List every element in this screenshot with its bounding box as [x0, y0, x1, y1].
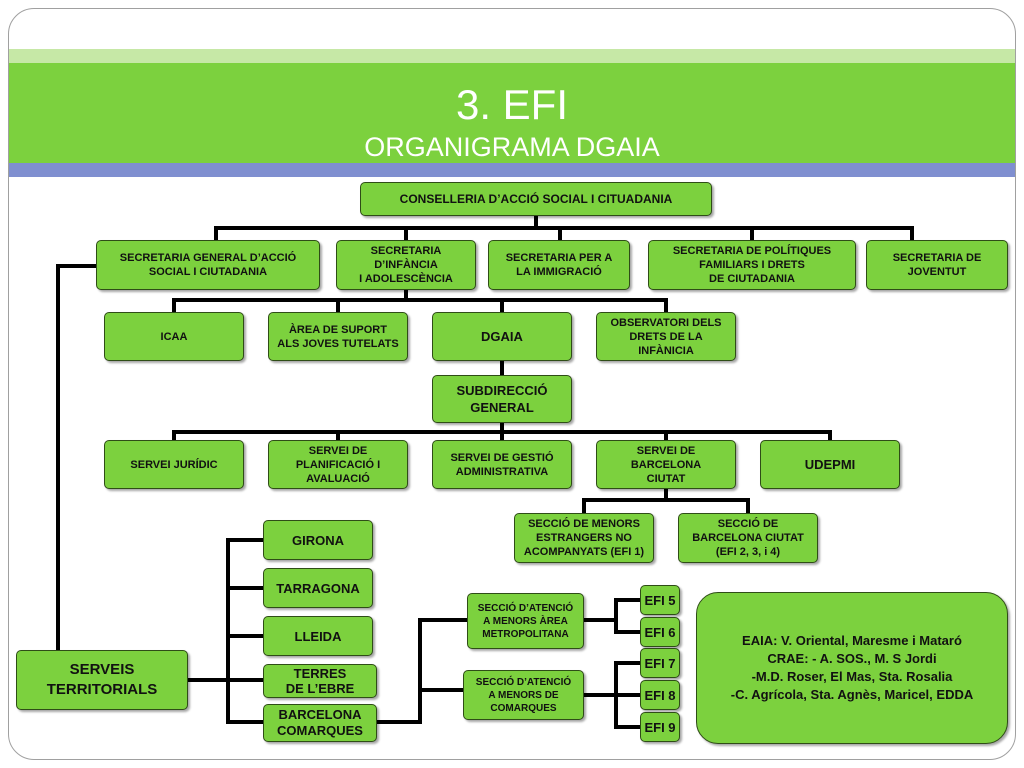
slide-title: 3. EFI [455, 81, 569, 128]
connector-line [375, 618, 469, 724]
box-secretaria-joventut: SECRETARIA DE JOVENTUT [866, 240, 1008, 290]
box-seccio-metropolitana: SECCIÓ D’ATENCIÓ A MENORS ÀREA METROPOLI… [467, 593, 584, 649]
box-observatori: OBSERVATORI DELS DRETS DE LA INFÀNICIA [596, 312, 736, 361]
box-servei-juridic: SERVEI JURÍDIC [104, 440, 244, 489]
box-area-suport: ÀREA DE SUPORT ALS JOVES TUTELATS [268, 312, 408, 361]
box-secretaria-general: SECRETARIA GENERAL D’ACCIÓ SOCIAL I CIUT… [96, 240, 320, 290]
box-terres-ebre: TERRES DE L’EBRE [263, 664, 377, 698]
box-udepmi: UDEPMI [760, 440, 900, 489]
box-eaia-crae: EAIA: V. Oriental, Maresme i Mataró CRAE… [696, 592, 1008, 744]
title-band-blue [9, 163, 1015, 177]
title-band [9, 63, 1015, 163]
box-efi9: EFI 9 [640, 712, 680, 742]
box-subdireccio: SUBDIRECCIÓ GENERAL [432, 375, 572, 423]
box-tarragona: TARRAGONA [263, 568, 373, 608]
box-girona: GIRONA [263, 520, 373, 560]
box-seccio-menors-estrangers: SECCIÓ DE MENORS ESTRANGERS NO ACOMPANYA… [514, 513, 654, 563]
connector-line [172, 288, 668, 314]
box-servei-gestio: SERVEI DE GESTIÓ ADMINISTRATIVA [432, 440, 572, 489]
slide-subtitle: ORGANIGRAMA DGAIA [364, 132, 660, 162]
title-band-light [9, 49, 1015, 63]
box-servei-planificacio: SERVEI DE PLANIFICACIÓ I AVALUACIÓ [268, 440, 408, 489]
box-secretaria-immigracio: SECRETARIA PER A LA IMMIGRACIÓ [488, 240, 630, 290]
box-servei-barcelona: SERVEI DE BARCELONA CIUTAT [596, 440, 736, 489]
box-dgaia: DGAIA [432, 312, 572, 361]
box-secretaria-politiques: SECRETARIA DE POLÍTIQUES FAMILIARS I DRE… [648, 240, 856, 290]
box-lleida: LLEIDA [263, 616, 373, 656]
box-conselleria: CONSELLERIA D’ACCIÓ SOCIAL I CITUADANIA [360, 182, 712, 216]
connector-line [186, 538, 265, 724]
box-seccio-barcelona-ciutat: SECCIÓ DE BARCELONA CIUTAT (EFI 2, 3, i … [678, 513, 818, 563]
box-efi5: EFI 5 [640, 585, 680, 615]
box-efi7: EFI 7 [640, 648, 680, 678]
box-seccio-comarques: SECCIÓ D’ATENCIÓ A MENORS DE COMARQUES [463, 670, 584, 720]
box-efi6: EFI 6 [640, 617, 680, 647]
box-icaa: ICAA [104, 312, 244, 361]
box-serveis-territorials: SERVEIS TERRITORIALS [16, 650, 188, 710]
box-barcelona-comarques: BARCELONA COMARQUES [263, 704, 377, 742]
box-secretaria-infancia: SECRETARIA D’INFÀNCIA I ADOLESCÈNCIA [336, 240, 476, 290]
connector-line [56, 264, 98, 652]
connector-line [214, 214, 914, 242]
connector-line [582, 598, 642, 729]
box-efi8: EFI 8 [640, 680, 680, 710]
connector-line [172, 421, 832, 442]
connector-line [582, 487, 750, 515]
